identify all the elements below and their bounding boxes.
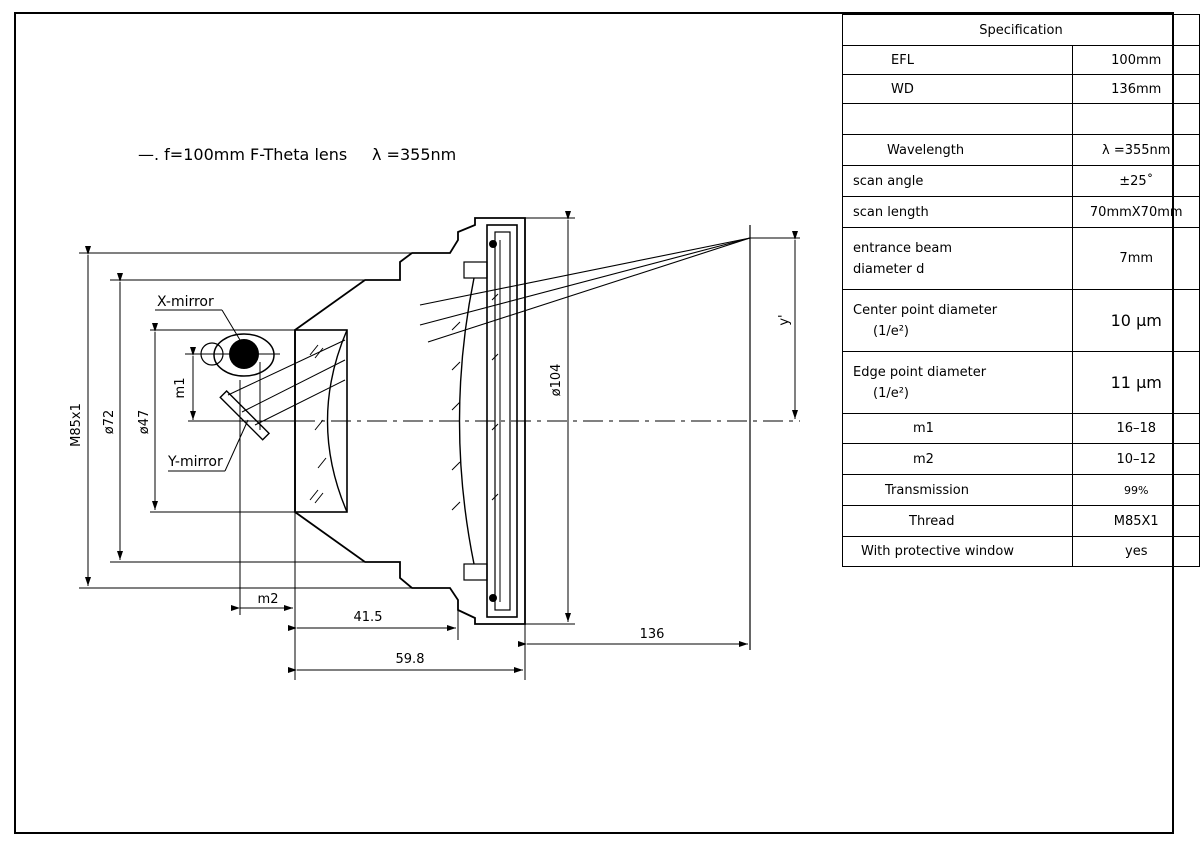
spec-value: 11 μm — [1072, 351, 1200, 414]
spec-header: Specification — [842, 14, 1200, 46]
drawing-title: —. f=100mm F-Theta lens — [138, 145, 347, 164]
specification-table: Specification EFL 100mm WD 136mm Wavelen… — [841, 14, 1200, 567]
hatching — [309, 293, 499, 511]
spec-row-beam-diameter: entrance beam diameter d 7mm — [841, 227, 1200, 290]
screw-bottom — [489, 594, 497, 602]
spec-row-wavelength: Wavelength λ =355nm — [841, 134, 1200, 166]
x-mirror — [185, 333, 280, 377]
spec-row-m2: m2 10–12 — [841, 443, 1200, 475]
spec-header-row: Specification — [842, 14, 1200, 46]
spec-value: 10 μm — [1072, 289, 1200, 352]
scan-beams — [419, 237, 751, 343]
spec-value: 136mm — [1072, 74, 1200, 104]
spec-row-edge-diameter: Edge point diameter (1/e²) 11 μm — [841, 351, 1200, 414]
spec-value: M85X1 — [1072, 505, 1200, 537]
label-yprime: y' — [777, 314, 792, 325]
spec-value: 99% — [1072, 474, 1200, 506]
spec-value: 70mmX70mm — [1072, 196, 1200, 228]
spec-label-line2: (1/e²) — [873, 385, 910, 401]
label-y-mirror: Y-mirror — [167, 454, 223, 470]
spec-label: Transmission — [841, 474, 1074, 506]
spec-label — [841, 103, 1074, 135]
spec-label: WD — [841, 74, 1074, 104]
label-d47: ø47 — [137, 410, 152, 435]
label-m85: M85x1 — [69, 403, 84, 447]
spec-label: With protective window — [841, 536, 1074, 567]
label-136: 136 — [640, 627, 665, 642]
spec-value: λ =355nm — [1072, 134, 1200, 166]
label-m1: m1 — [173, 378, 188, 399]
spec-row-empty — [841, 103, 1200, 135]
spec-row-thread: Thread M85X1 — [841, 505, 1200, 537]
spec-label-line1: Edge point diameter — [853, 364, 987, 380]
screw-top — [489, 240, 497, 248]
wavelength-title: λ =355nm — [372, 145, 456, 164]
spec-label-line2: (1/e²) — [873, 323, 910, 339]
spec-row-m1: m1 16–18 — [841, 413, 1200, 444]
spec-label: m1 — [841, 413, 1074, 444]
spec-label: Edge point diameter (1/e²) — [841, 351, 1074, 414]
spec-label: Wavelength — [841, 134, 1074, 166]
spec-value — [1072, 103, 1200, 135]
y-mirror — [219, 389, 271, 441]
label-d72: ø72 — [102, 410, 117, 435]
label-m2: m2 — [258, 592, 279, 607]
spec-value: ±25˚ — [1072, 165, 1200, 197]
spec-label: entrance beam diameter d — [841, 227, 1074, 290]
label-41-5: 41.5 — [354, 610, 383, 625]
spec-label: Thread — [841, 505, 1074, 537]
spec-label-line1: Center point diameter — [853, 302, 998, 318]
spec-label: m2 — [841, 443, 1074, 475]
spec-label: scan angle — [841, 165, 1074, 197]
spec-row-efl: EFL 100mm — [841, 45, 1200, 75]
spec-row-scan-length: scan length 70mmX70mm — [841, 196, 1200, 228]
spec-value: 10–12 — [1072, 443, 1200, 475]
internal-beams — [227, 339, 346, 610]
spec-label: scan length — [841, 196, 1074, 228]
spec-row-protective-window: With protective window yes — [841, 536, 1200, 567]
spec-row-transmission: Transmission 99% — [841, 474, 1200, 506]
label-x-mirror: X-mirror — [157, 294, 214, 310]
label-d104: ø104 — [549, 364, 564, 397]
label-59-8: 59.8 — [396, 652, 425, 667]
spec-row-wd: WD 136mm — [841, 74, 1200, 104]
spec-label: Center point diameter (1/e²) — [841, 289, 1074, 352]
spec-label: EFL — [841, 45, 1074, 75]
spec-value: 7mm — [1072, 227, 1200, 290]
spec-value: 100mm — [1072, 45, 1200, 75]
spec-value: 16–18 — [1072, 413, 1200, 444]
spec-row-center-diameter: Center point diameter (1/e²) 10 μm — [841, 289, 1200, 352]
spec-label-line2: diameter d — [853, 261, 925, 277]
spec-row-scan-angle: scan angle ±25˚ — [841, 165, 1200, 197]
spec-value: yes — [1072, 536, 1200, 567]
spec-label-line1: entrance beam — [853, 240, 953, 256]
